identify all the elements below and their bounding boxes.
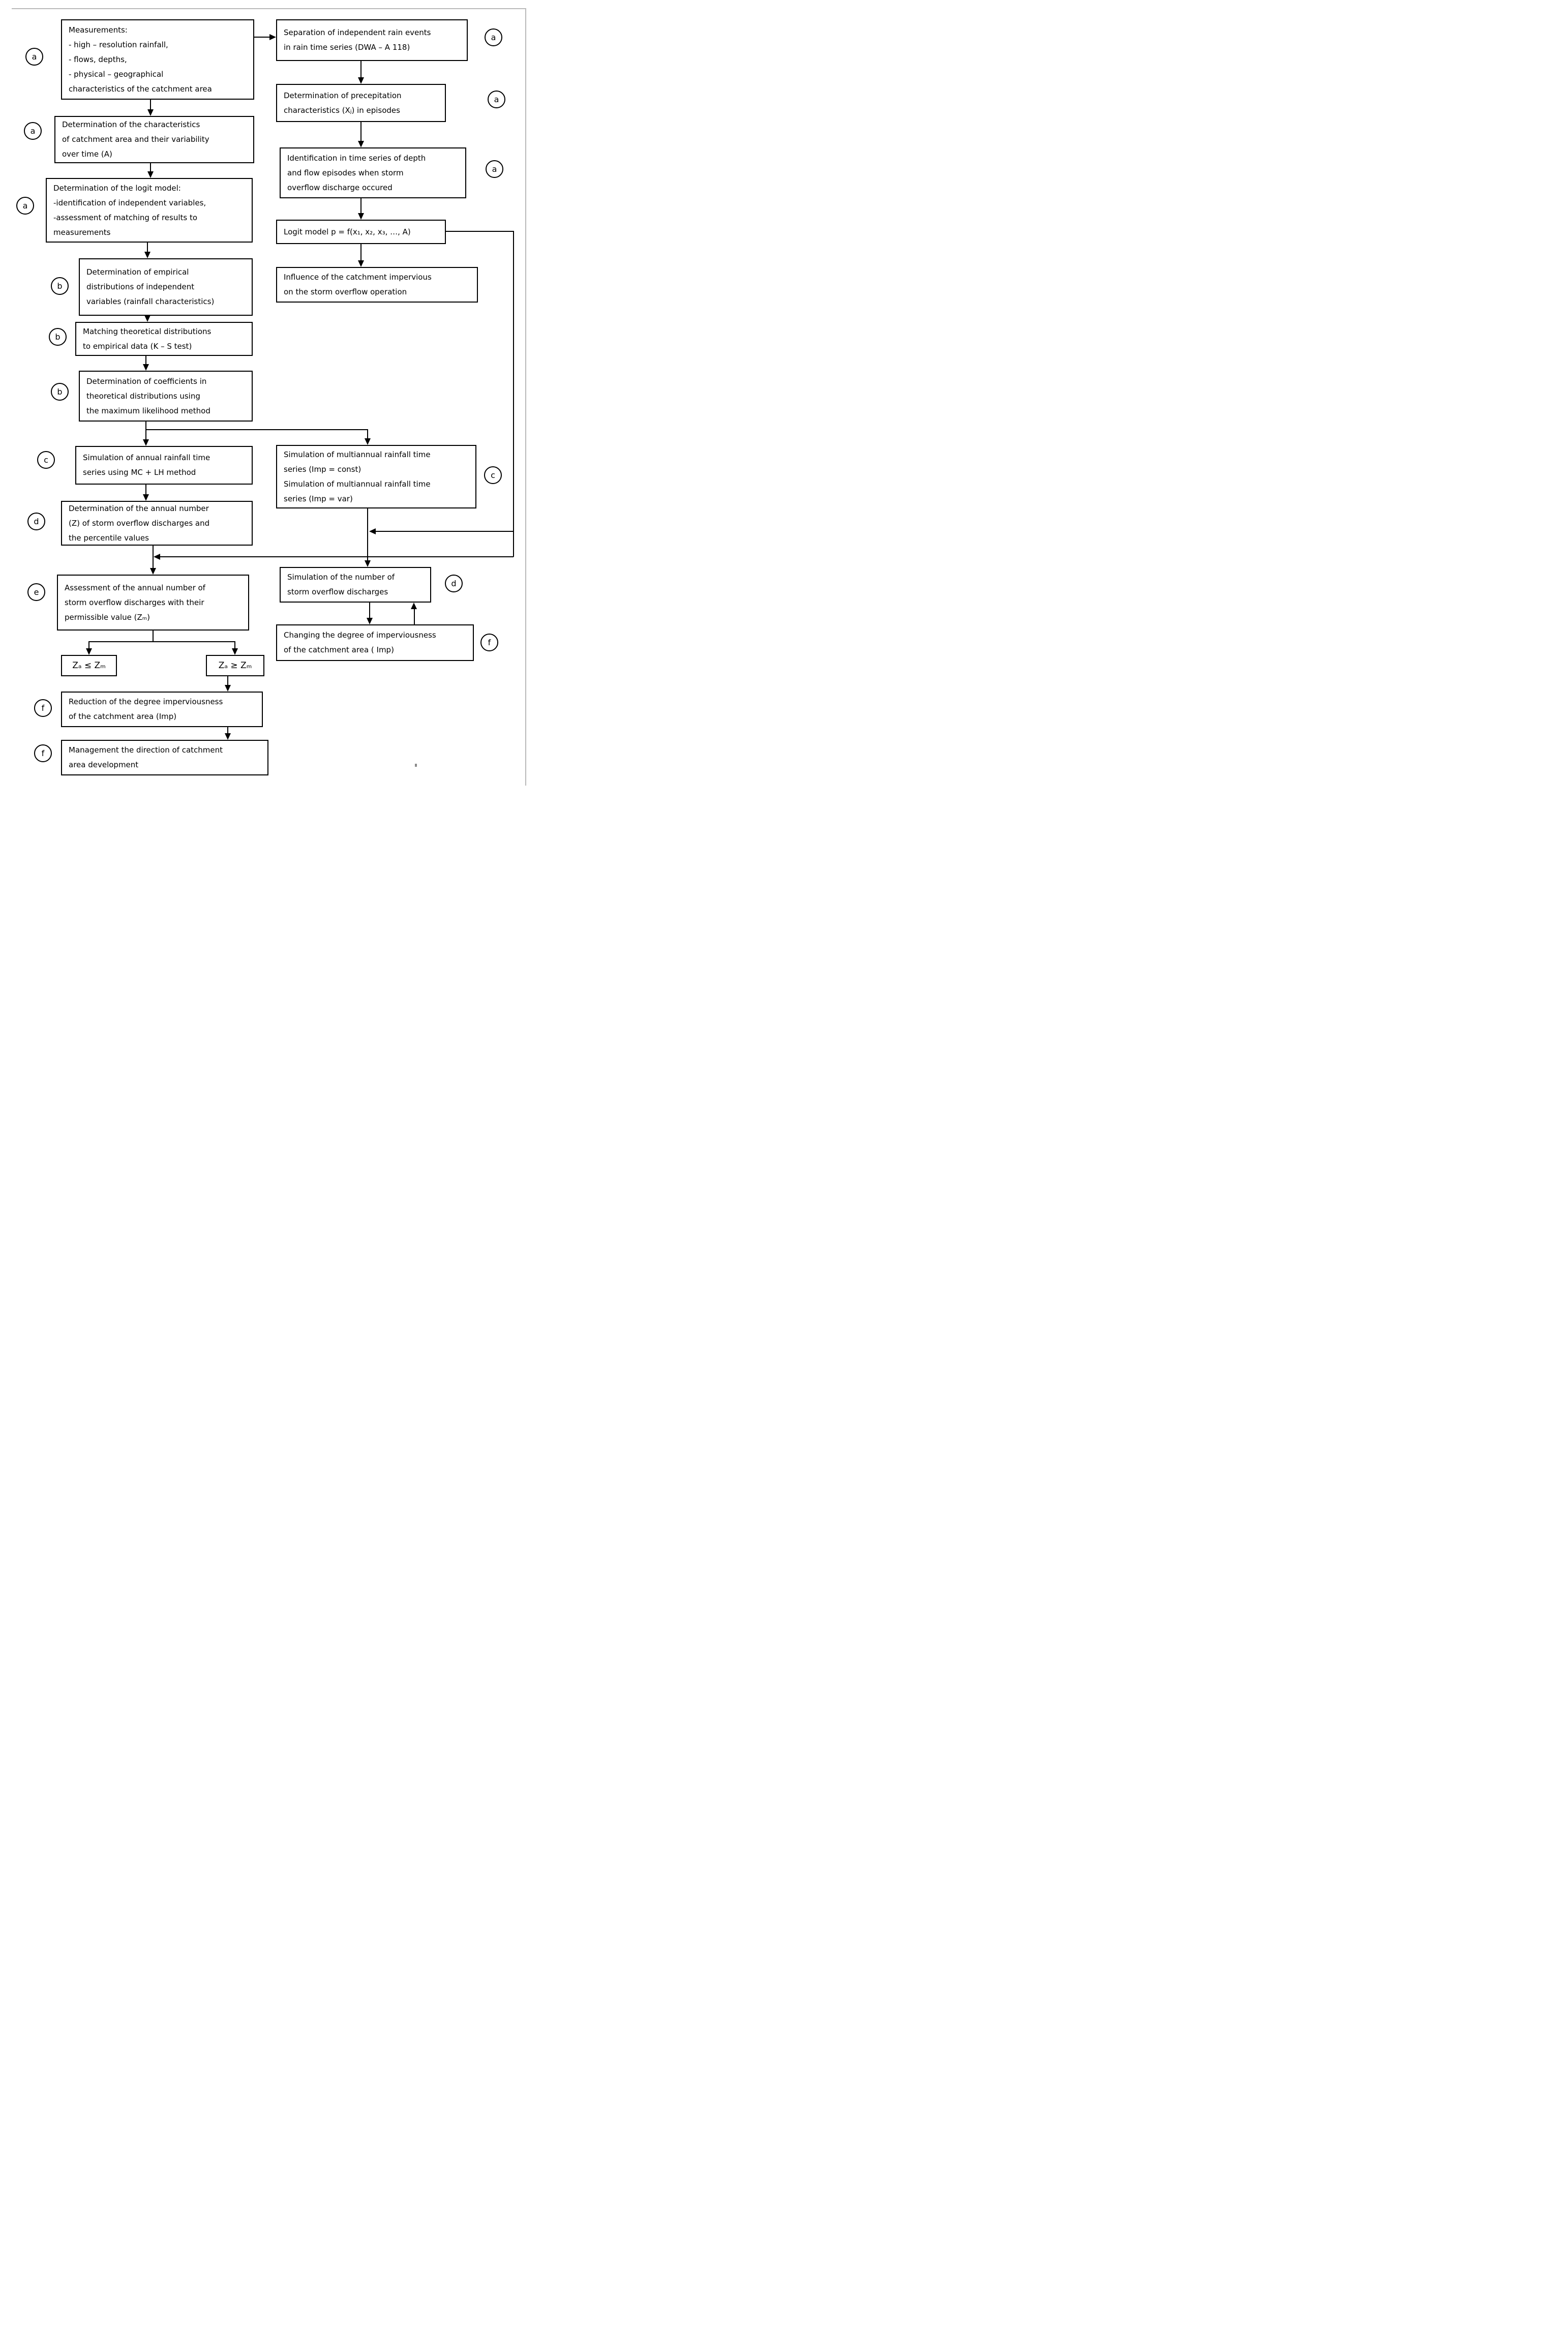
box-empirical-distributions: Determination of empirical distributions… <box>79 258 253 316</box>
connector-far-right-vertical <box>513 231 514 557</box>
arrowhead-back-into-simulation-number <box>411 603 417 609</box>
arrowhead-merge-into-left-line <box>154 554 160 560</box>
arrowhead-into-za-le <box>86 648 92 655</box>
stray-dot <box>415 764 417 767</box>
connector-coefficients-simulation-annual <box>145 422 146 441</box>
stage-circle-f-2: f <box>34 744 52 762</box>
box-coefficients-determination: Determination of coefficients in theoret… <box>79 371 253 422</box>
connector-measurements-separation <box>254 37 270 38</box>
connector-logit-formula-influence <box>360 244 361 261</box>
box-annual-number-z: Determination of the annual number (Z) o… <box>61 501 253 546</box>
box-management: Management the direction of catchment ar… <box>61 740 268 775</box>
box-influence-impervious: Influence of the catchment impervious on… <box>276 267 478 303</box>
connector-precipitation-identification <box>360 122 361 141</box>
box-simulation-number: Simulation of the number of storm overfl… <box>280 567 431 603</box>
connector-measurements-characteristics <box>150 100 151 111</box>
arrowhead-into-management <box>225 733 231 740</box>
connector-right-branch-horizontal <box>376 531 514 532</box>
box-reduction: Reduction of the degree imperviousness o… <box>61 692 263 727</box>
stage-circle-b-3: b <box>51 383 69 401</box>
box-simulation-annual: Simulation of annual rainfall time serie… <box>75 446 253 485</box>
connector-annual-to-z <box>145 485 146 496</box>
connector-characteristics-logit <box>150 163 151 173</box>
connector-z-to-assessment <box>153 546 154 569</box>
connector-branch-down-multiannual <box>367 429 368 440</box>
arrowhead-into-logit-determination <box>147 171 154 178</box>
connector-matching-coefficients <box>145 356 146 366</box>
flowchart-canvas: Measurements: - high – resolution rainfa… <box>0 0 533 789</box>
arrowhead-into-logit-formula <box>358 213 364 220</box>
arrowhead-into-characteristics <box>147 109 154 116</box>
connector-multiannual-simulation-number <box>367 508 368 562</box>
box-catchment-characteristics: Determination of the characteristics of … <box>54 116 254 163</box>
arrowhead-into-identification <box>358 141 364 147</box>
stage-circle-a-1: a <box>25 48 43 66</box>
box-logit-model-determination: Determination of the logit model: -ident… <box>46 178 253 243</box>
box-logit-model-formula: Logit model p = f(x₁, x₂, x₃, …, A) <box>276 220 446 244</box>
arrowhead-into-matching <box>144 315 150 322</box>
arrowhead-branch-into-multiannual-line <box>369 528 376 534</box>
arrowhead-into-multiannual <box>365 438 371 445</box>
connector-logit-formula-right <box>446 231 514 232</box>
connector-identification-logit-formula <box>360 198 361 214</box>
frame-right-line <box>525 8 526 786</box>
frame-top-line <box>12 8 526 9</box>
stage-circle-a-3: a <box>16 197 34 215</box>
arrowhead-into-precipitation <box>358 77 364 84</box>
connector-reduction-management <box>227 727 228 735</box>
arrowhead-into-separation <box>269 34 276 40</box>
connector-separation-precipitation <box>360 61 361 78</box>
connector-assessment-split-horizontal <box>88 641 235 642</box>
connector-logit-empirical <box>147 243 148 253</box>
arrowhead-into-reduction <box>225 685 231 692</box>
box-matching-theoretical: Matching theoretical distributions to em… <box>75 322 253 356</box>
stage-circle-a-5: a <box>488 91 505 108</box>
box-separation: Separation of independent rain events in… <box>276 19 468 61</box>
stage-circle-f-1: f <box>34 699 52 717</box>
box-simulation-multiannual: Simulation of multiannual rainfall time … <box>276 445 476 508</box>
arrowhead-into-za-ge <box>232 648 238 655</box>
box-changing-degree: Changing the degree of imperviousness of… <box>276 624 474 661</box>
box-identification-episodes: Identification in time series of depth a… <box>280 147 466 198</box>
arrowhead-into-influence <box>358 260 364 267</box>
stage-circle-c-2: c <box>484 466 502 484</box>
stage-circle-d-2: d <box>445 575 463 592</box>
box-za-le-zm: Zₐ ≤ Zₘ <box>61 655 117 676</box>
stage-circle-a-2: a <box>24 122 42 140</box>
stage-circle-e-1: e <box>27 583 45 601</box>
connector-split-to-za-le <box>88 641 89 650</box>
arrowhead-into-assessment <box>150 568 156 575</box>
connector-za-ge-reduction <box>227 676 228 686</box>
stage-circle-b-1: b <box>51 277 69 295</box>
connector-branch-to-multiannual <box>146 429 368 430</box>
connector-merge-long-horizontal <box>159 556 514 557</box>
box-precipitation-characteristics: Determination of precepitation character… <box>276 84 446 122</box>
stage-circle-c-1: c <box>37 451 55 469</box>
arrowhead-into-simulation-number <box>365 560 371 567</box>
connector-simulation-number-changing <box>369 603 370 618</box>
arrowhead-into-empirical <box>144 252 150 258</box>
arrowhead-into-simulation-annual <box>143 439 149 446</box>
arrowhead-into-z <box>143 494 149 501</box>
connector-assessment-split-stem <box>153 631 154 642</box>
box-assessment: Assessment of the annual number of storm… <box>57 575 249 631</box>
stage-circle-a-6: a <box>486 160 503 178</box>
stage-circle-b-2: b <box>49 328 67 346</box>
box-measurements: Measurements: - high – resolution rainfa… <box>61 19 254 100</box>
stage-circle-d-1: d <box>27 513 45 530</box>
arrowhead-into-coefficients <box>143 364 149 371</box>
arrowhead-into-changing <box>367 618 373 624</box>
stage-circle-a-4: a <box>485 28 502 46</box>
box-za-ge-zm: Zₐ ≥ Zₘ <box>206 655 264 676</box>
connector-changing-back-to-simulation <box>414 609 415 624</box>
connector-split-to-za-ge <box>234 641 235 650</box>
stage-circle-f-3: f <box>480 634 498 651</box>
